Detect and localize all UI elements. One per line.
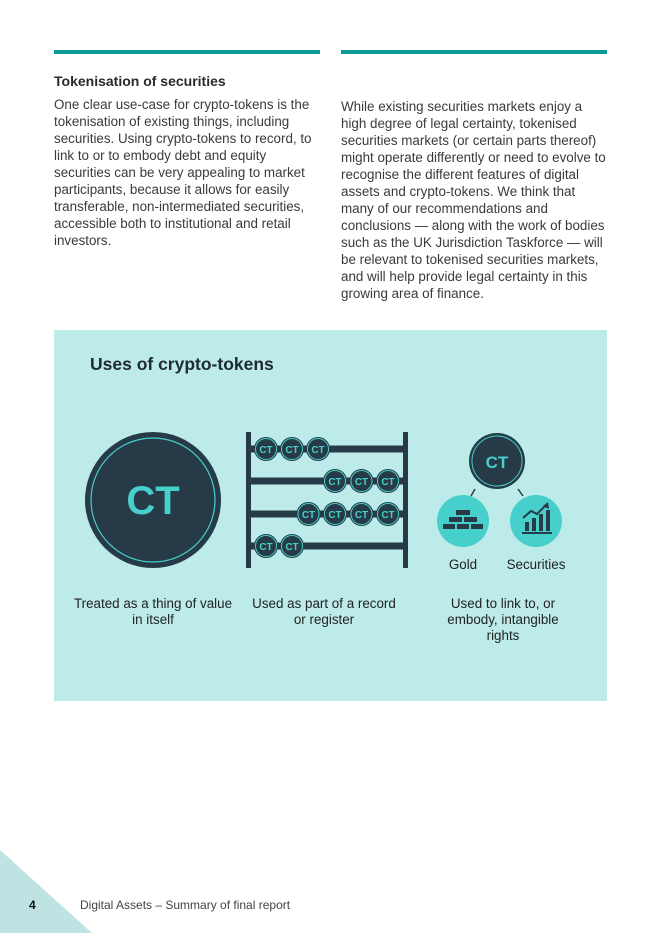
right-column: While existing securities markets enjoy … — [341, 98, 611, 302]
right-body-text: While existing securities markets enjoy … — [341, 99, 606, 301]
right-rule — [341, 50, 607, 54]
linked-token-icon: CT — [469, 433, 525, 497]
abacus-bead: CT — [323, 502, 347, 526]
abacus-bead: CT — [349, 469, 374, 493]
svg-text:CT: CT — [259, 542, 272, 553]
big-token-label: CT — [126, 479, 179, 523]
caption-record-register: Used as part of a record or register — [252, 596, 396, 627]
svg-text:CT: CT — [381, 477, 394, 488]
svg-text:CT: CT — [486, 453, 509, 472]
abacus-rail — [246, 542, 408, 550]
corner-triangle — [0, 850, 92, 933]
caption-thing-of-value: Treated as a thing of value in itself — [73, 596, 233, 627]
left-column: Tokenisation of securities One clear use… — [54, 72, 316, 249]
svg-text:CT: CT — [328, 477, 341, 488]
svg-text:CT: CT — [355, 477, 368, 488]
svg-text:CT: CT — [302, 510, 315, 521]
svg-text:CT: CT — [311, 445, 324, 456]
abacus-bead: CT — [254, 534, 278, 558]
left-body-text: One clear use-case for crypto-tokens is … — [54, 97, 312, 248]
page-number: 4 — [29, 898, 36, 912]
abacus-bead: CT — [323, 469, 347, 493]
big-token-icon: CT — [85, 432, 221, 568]
abacus-bead: CT — [376, 502, 400, 526]
abacus-bead: CT — [254, 437, 278, 461]
svg-text:CT: CT — [285, 542, 298, 553]
gold-bars-icon — [437, 495, 489, 547]
abacus-bead: CT — [296, 502, 321, 526]
infographic-art: CT CT CT CT CT CT CT CT CT CT CT CT CT CT — [85, 432, 566, 572]
infographic-title: Uses of crypto-tokens — [90, 354, 274, 374]
bar-chart-growth-icon — [510, 495, 562, 547]
left-rule — [54, 50, 320, 54]
svg-text:CT: CT — [285, 445, 298, 456]
svg-text:CT: CT — [381, 510, 394, 521]
svg-text:CT: CT — [328, 510, 341, 521]
caption-intangible-rights: Used to link to, or embody, intangible r… — [447, 596, 559, 643]
abacus-bead: CT — [280, 437, 304, 461]
svg-text:CT: CT — [355, 510, 368, 521]
abacus-icon: CT CT CT CT CT CT CT CT CT CT CT CT — [246, 432, 408, 568]
securities-label: Securities — [507, 557, 566, 572]
section-heading: Tokenisation of securities — [54, 73, 226, 89]
abacus-bead: CT — [376, 469, 400, 493]
gold-label: Gold — [449, 557, 477, 572]
abacus-bead: CT — [280, 534, 304, 558]
abacus-bead: CT — [349, 502, 374, 526]
footer-title: Digital Assets – Summary of final report — [80, 898, 291, 912]
svg-text:CT: CT — [259, 445, 272, 456]
abacus-bead: CT — [306, 437, 330, 461]
